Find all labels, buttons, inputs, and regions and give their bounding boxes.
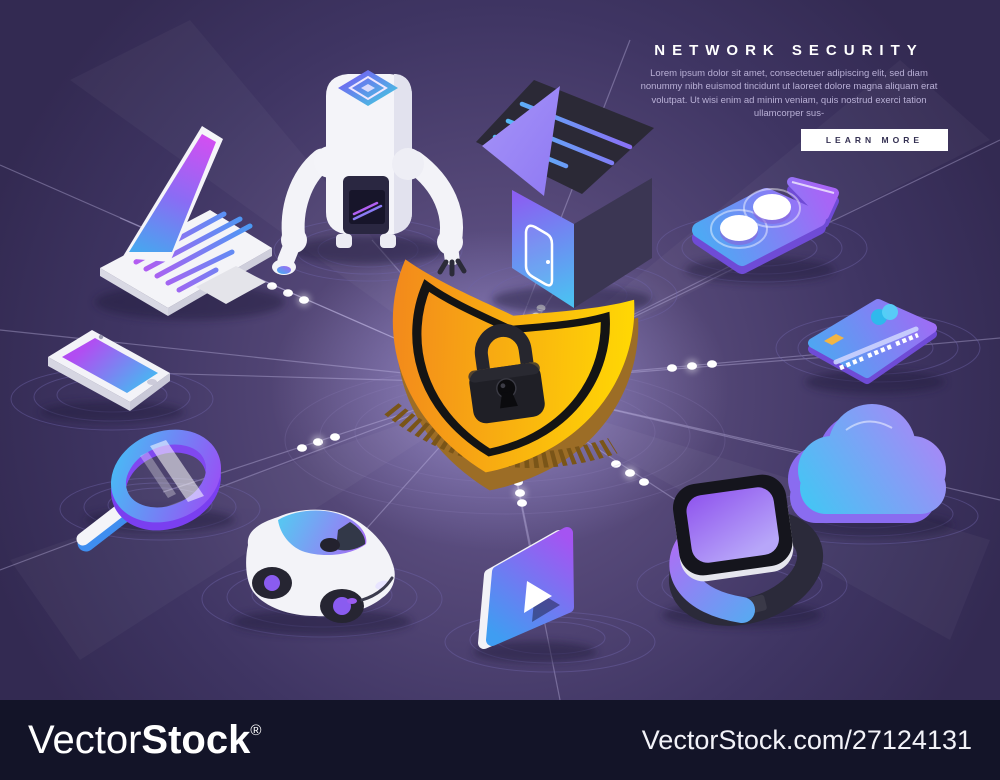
watermark-bar: VectorStock® VectorStock.com/27124131	[0, 700, 1000, 780]
hero-text-block: NETWORK SECURITY Lorem ipsum dolor sit a…	[630, 42, 948, 152]
registered-mark: ®	[250, 721, 262, 739]
vectorstock-logo: VectorStock®	[28, 718, 261, 763]
laptop-icon	[95, 126, 285, 320]
magnifier-icon	[59, 429, 261, 552]
network-security-illustration	[0, 0, 1000, 700]
learn-more-button[interactable]: LEARN MORE	[800, 129, 948, 152]
robot-chip-icon	[338, 70, 398, 106]
logo-stock-text: Stock	[141, 717, 251, 762]
security-shield	[384, 259, 639, 491]
logo-vector-text: Vector	[28, 717, 142, 762]
credit-card-icon	[775, 299, 981, 394]
smartphone-icon	[10, 330, 214, 431]
smartwatch-icon	[636, 474, 848, 628]
smart-car-icon	[201, 509, 443, 638]
robot-icon	[272, 70, 467, 282]
image-reference: VectorStock.com/27124131	[641, 724, 972, 755]
video-player-icon	[444, 527, 656, 673]
padlock-icon	[468, 323, 545, 424]
video-camera-icon	[656, 177, 868, 283]
page-title: NETWORK SECURITY	[654, 42, 924, 59]
hero-description: Lorem ipsum dolor sit amet, consectetuer…	[640, 68, 938, 119]
cloud-icon	[757, 404, 979, 545]
